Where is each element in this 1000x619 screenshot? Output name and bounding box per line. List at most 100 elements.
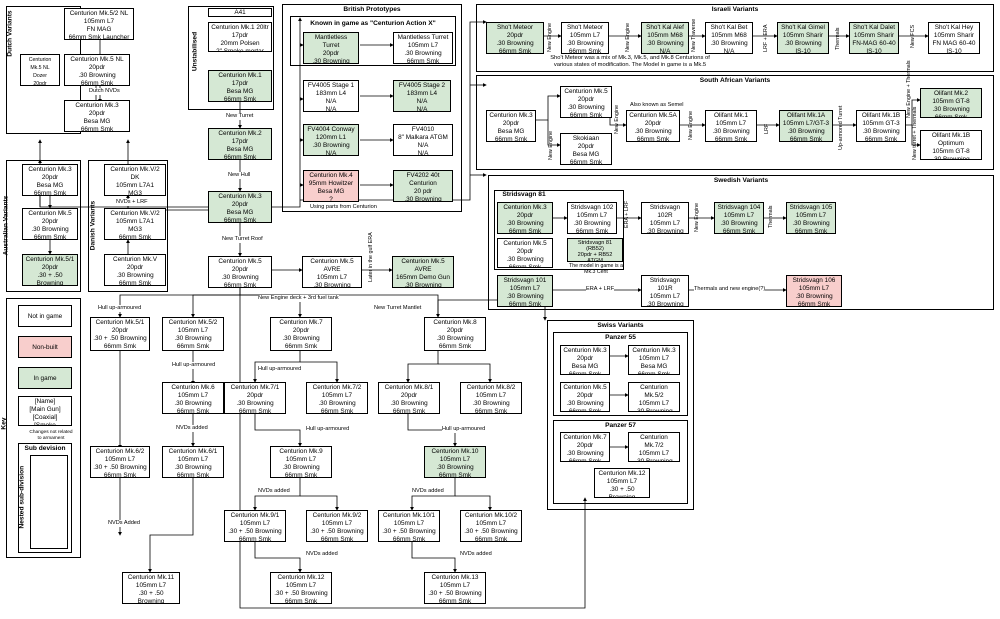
node-mk8-2: Centurion Mk.8/2 105mm L7 .30 Browning 6… [460, 382, 522, 414]
british-frame [282, 4, 462, 212]
node-mk7-2: Centurion Mk.7/2 105mm L7 .30 Browning 6… [306, 382, 368, 414]
node-meteor-1: Sho't Meteor 20pdr .30 Browning 66mm Smk… [486, 22, 544, 54]
swiss-frame [547, 320, 694, 510]
edge-il-new-traverse: New Traverse [691, 18, 697, 52]
node-dk-mkv: Centurion Mk.V 20pdr .30 Browning 66mm S… [104, 254, 166, 286]
node-mk1-20ltr: Centurion Mk.1 20ltr 17pdr 20mm Polsen 2… [208, 22, 272, 52]
edge-nvds-added-3: NVDs added [258, 488, 290, 495]
edge-nvds-added-5: NVDs added [412, 488, 444, 495]
node-mk10: Centurion Mk.10 105mm L7 .30 Browning 66… [424, 446, 486, 478]
edge-il-new-engine-2: New Engine [625, 22, 631, 52]
australian-frame [6, 160, 81, 292]
edge-new-hull: New Hull [228, 172, 251, 179]
strv81-frame [494, 190, 624, 270]
edge-sw-new-engine: New Engine [694, 202, 700, 232]
strv81-note: The model in game is a Mk.3 Cent [569, 263, 623, 275]
node-strv102: Stridsvagn 102 105mm L7 .30 Browning 66m… [567, 202, 617, 234]
pz55-title: Panzer 55 [605, 334, 636, 341]
node-strv102r: Stridsvagn 102R 105mm L7 .30 Browning 66… [641, 202, 689, 234]
node-mk5-avre-165: Centurion Mk.5 AVRE 165mm Demo Gun .30 B… [392, 256, 454, 288]
dutch-title: Dutch Variants [6, 10, 14, 57]
edge-sa-up-turret: Up-armored Turret [838, 105, 844, 150]
edge-later-era: Later in the gulf ERA [368, 232, 374, 282]
node-kal-bet: Sho't Kal Bet 105mm M68 .30 Browning N/A [705, 22, 753, 54]
edge-hull-up-armoured-3: Hull up-armoured [258, 366, 302, 373]
node-kal-dalet: Sho't Kal Dalet 105mm Sharir FN-MAG 60-4… [849, 22, 899, 54]
node-pz55-mk5: Centurion Mk.5 20pdr .30 Browning 66mm S… [560, 382, 610, 412]
node-dk-mkv2: Centurion Mk.V/2 DK 105mm L7A1 MG3 66mm … [104, 164, 166, 196]
pz57-frame [553, 420, 688, 504]
node-strv81-rb52: Stridsvagn 81 (RB52) 20pdr + RB52 ATGM B… [567, 238, 623, 262]
node-skokiaan: Skokiaan 20pdr Besa MG 66mm Smk Launcher [560, 133, 612, 165]
key-subdivision-title: Sub devision [24, 445, 66, 452]
swiss-title: Swiss Variants [597, 322, 644, 329]
node-dk-mkv2b: Centurion Mk.V/2 105mm L7A1 MG3 66mm Smk… [104, 208, 166, 240]
node-mk5-2: Centurion Mk.5/2 105mm L7 .30 Browning 6… [162, 317, 224, 351]
australian-title: Australian Variants [2, 195, 10, 256]
key-non-built: Non-built proposal [18, 336, 72, 358]
edge-sa-new-engine-3: New Engine [688, 110, 694, 140]
edge-using-parts: Using parts from Centurion [310, 204, 377, 211]
israeli-title: Israeli Variants [711, 6, 759, 13]
key-nested-title: Nested sub-division [18, 465, 26, 529]
edge-il-lrf-era: LRF + ERA [763, 24, 769, 52]
node-mk13: Centurion Mk.13 105mm L7 .30 + .50 Brown… [424, 572, 486, 604]
node-strv101r: Stridsvagn 101R 105mm L7 .30 Browning 66… [641, 275, 689, 307]
edge-new-turret-roof: New Turret Roof [222, 236, 263, 243]
node-mk4: Centurion Mk.4 95mm Howitzer Besa MG ? [303, 170, 359, 202]
strv81-title: Stridsvagn 81 [502, 191, 546, 198]
node-mk7: Centurion Mk.7 20pdr .30 Browning 66mm S… [270, 317, 332, 351]
node-mk5-1: Centurion Mk.5/1 20pdr .30 + .50 Brownin… [90, 317, 150, 351]
node-pz57-mk7: Centurion Mk.7 20pdr .30 Browning 66mm S… [560, 432, 610, 462]
edge-sa-new-engine-2: New Engine [614, 104, 620, 134]
node-sw-mk5: Centurion Mk.5 20pdr .30 Browning 66mm S… [497, 238, 553, 268]
swedish-title: Swedish Variants [713, 177, 769, 184]
node-pz57-mk7-2: Centurion Mk.7/2 105mm L7 .30 Browning 6… [628, 432, 680, 462]
node-mk12: Centurion Mk.12 105mm L7 .30 + .50 Brown… [270, 572, 332, 604]
known-as-frame [290, 16, 456, 66]
node-mk10-2: Centurion Mk.10/2 105mm L7 .30 + .50 Bro… [460, 510, 522, 542]
node-conway: FV4004 Conway 120mm L1 .30 Browning N/A [303, 124, 359, 156]
node-fv4010: FV4010 8" Malkara ATGM N/A N/A [393, 124, 453, 156]
edge-il-new-engine-1: New Engine [547, 22, 553, 52]
key-changes: Changes not related to armament [29, 430, 73, 441]
node-pz57-mk12: Centurion Mk.12 105mm L7 .30 + .50 Brown… [594, 468, 650, 498]
node-fv4005-s2: FV4005 Stage 2 183mm L4 N/A N/A [393, 80, 451, 112]
key-nested-frame [30, 455, 68, 549]
node-kal-hey: Sho't Kal Hey 105mm Sharir FN MAG 60-40 … [928, 22, 980, 54]
node-mk5-2-nl: Centurion Mk.5/2 NL 105mm L7 FN MAG 66mm… [64, 8, 134, 40]
node-sa-mk5a: Centurion Mk.5A 20pdr .30 Browning 66mm … [626, 110, 680, 142]
node-mk8: Centurion Mk.8 20pdr .30 Browning 66mm S… [424, 317, 486, 351]
edge-new-turret-mantlet: New Turret Mantlet [374, 305, 422, 312]
edge-nvds-added-4: NVDs added [306, 551, 338, 558]
node-pz55-mk3: Centurion Mk.3 20pdr Besa MG 66mm Smk La… [560, 345, 610, 375]
node-kal-alef: Sho't Kal Alef 105mm M68 .30 Browning N/… [641, 22, 689, 54]
node-mk5-avre: Centurion Mk.5 AVRE 105mm L7 .30 Brownin… [302, 256, 362, 288]
node-strv104: Stridsvagn 104 105mm L7 .30 Browning 66m… [714, 202, 764, 234]
node-kal-gimel: Sho't Kal Gimel 105mm Sharir .30 Brownin… [777, 22, 829, 54]
meteor-note: Sho't Meteor was a mix of Mk.3, Mk.5, an… [550, 55, 710, 68]
node-strv101: Stridsvagn 101 105mm L7 .30 Browning 66m… [497, 275, 553, 307]
node-strv106: Stridsvagn 106 105mm L7 .30 Browning 66m… [786, 275, 842, 307]
pz55-frame [553, 332, 688, 416]
node-mk6-2: Centurion Mk.6/2 105mm L7 .30 + .50 Brow… [90, 446, 150, 478]
node-a41: A41 [208, 8, 272, 17]
node-mk8-1: Centurion Mk.8/1 20pdr .30 Browning 66mm… [378, 382, 440, 414]
node-mk5: Centurion Mk.5 20pdr .30 Browning 66mm S… [208, 256, 272, 288]
edge-new-engine-deck: New Engine deck + 3rd fuel tank [258, 295, 339, 302]
node-au-mk5: Centurion Mk.5 20pdr .30 Browning 66mm S… [22, 208, 78, 240]
node-au-mk3: Centurion Mk.3 20pdr Besa MG 66mm Smk La… [22, 164, 78, 196]
node-olifant-1b: Olifant Mk.1B 105mm GT-3 .30 Browning 66… [856, 110, 906, 142]
edge-hull-up-armoured-2: Hull up-armoured [172, 362, 216, 369]
edge-nvds-added-2: NVDs Added [108, 520, 141, 527]
node-olifant-2: Olifant Mk.2 105mm GT-8 .30 Browning 66m… [920, 88, 982, 118]
node-sa-mk5: Centurion Mk.5 20pdr .30 Browning 66mm S… [560, 86, 612, 118]
node-mk7-1: Centurion Mk.7/1 20pdr .30 Browning 66mm… [224, 382, 286, 414]
edge-nvds-added-1: NVDs added [176, 425, 208, 432]
node-olifant-1b-opt: Olifant Mk.1B Optimum 105mm GT-8 .30 Bro… [920, 130, 982, 160]
danish-title: Danish Variants [89, 200, 97, 251]
node-mk6: Centurion Mk.6 105mm L7 .30 Browning 66m… [162, 382, 224, 414]
node-mk5-nl-dozer: Centurion Mk.5 NL Dozer 20pdr .30 Browni… [20, 54, 60, 86]
edge-hull-up-armoured-5: Hull up-armoured [442, 426, 486, 433]
node-mk6-1: Centurion Mk.6/1 105mm L7 .30 Browning 6… [162, 446, 224, 478]
